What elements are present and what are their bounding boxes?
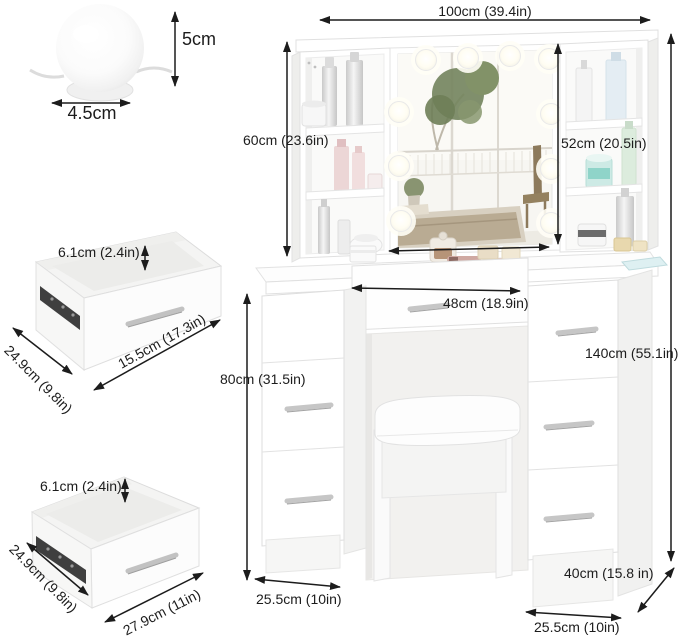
light-bulb-figure [29, 4, 173, 102]
drawer-handle [555, 326, 599, 336]
left-cabinet-width-label: 25.5cm (10in) [256, 591, 342, 607]
overall-width-label: 100cm (39.4in) [438, 3, 532, 19]
right-drawer-tower [527, 269, 653, 608]
left-cabinet-width-arrow [254, 575, 341, 591]
drawer-handle [543, 420, 595, 430]
center-drawer-width-label: 48cm (18.9in) [443, 295, 529, 311]
desk-height-label: 80cm (31.5in) [220, 371, 306, 387]
hutch-left-height-label: 60cm (23.6in) [243, 132, 329, 148]
hutch-right-shelves [559, 39, 649, 253]
small-drawer-depth-arrow [12, 327, 73, 375]
center-drawer-width-arrow [351, 284, 521, 295]
vanity-mirror [383, 40, 567, 255]
cabinet-depth-arrow [637, 567, 675, 613]
cabinet-depth-label: 40cm (15.8 in) [564, 565, 654, 581]
drawer-handle [543, 512, 595, 522]
hutch-left-side-panel [291, 51, 301, 263]
large-drawer-width-arrow [104, 572, 204, 623]
large-drawer-height-label: 6.1cm (2.4in) [40, 478, 122, 494]
right-cabinet-width-arrow [525, 608, 622, 622]
hutch-right-side-panel [647, 37, 659, 251]
center-drawer [351, 257, 529, 331]
large-drawer-depth-arrow [26, 542, 89, 596]
bulb-width-label: 4.5cm [67, 103, 117, 123]
stool [373, 395, 521, 582]
drawer-handle [284, 402, 334, 412]
dimension-arrows [12, 11, 675, 623]
hutch-right-height-label: 52cm (20.5in) [561, 135, 647, 151]
hutch-left-shelves [299, 47, 391, 259]
drawer-handle [407, 302, 451, 312]
small-drawer-width-arrow [93, 319, 221, 391]
bulb-height-label: 5cm [182, 29, 217, 49]
drawer-slide-rail [40, 286, 80, 330]
stool-cushion [374, 395, 521, 446]
drawer-handle [284, 494, 334, 504]
overall-height-label: 140cm (55.1in) [585, 345, 679, 361]
mirror-width-arrow [388, 243, 550, 255]
vanity-figure [255, 29, 668, 608]
right-cabinet-width-label: 25.5cm (10in) [534, 619, 620, 635]
left-drawer-tower [261, 285, 367, 574]
small-drawer-figure [34, 231, 223, 372]
small-drawer-height-label: 6.1cm (2.4in) [58, 244, 140, 260]
drawer-handle [125, 552, 179, 574]
